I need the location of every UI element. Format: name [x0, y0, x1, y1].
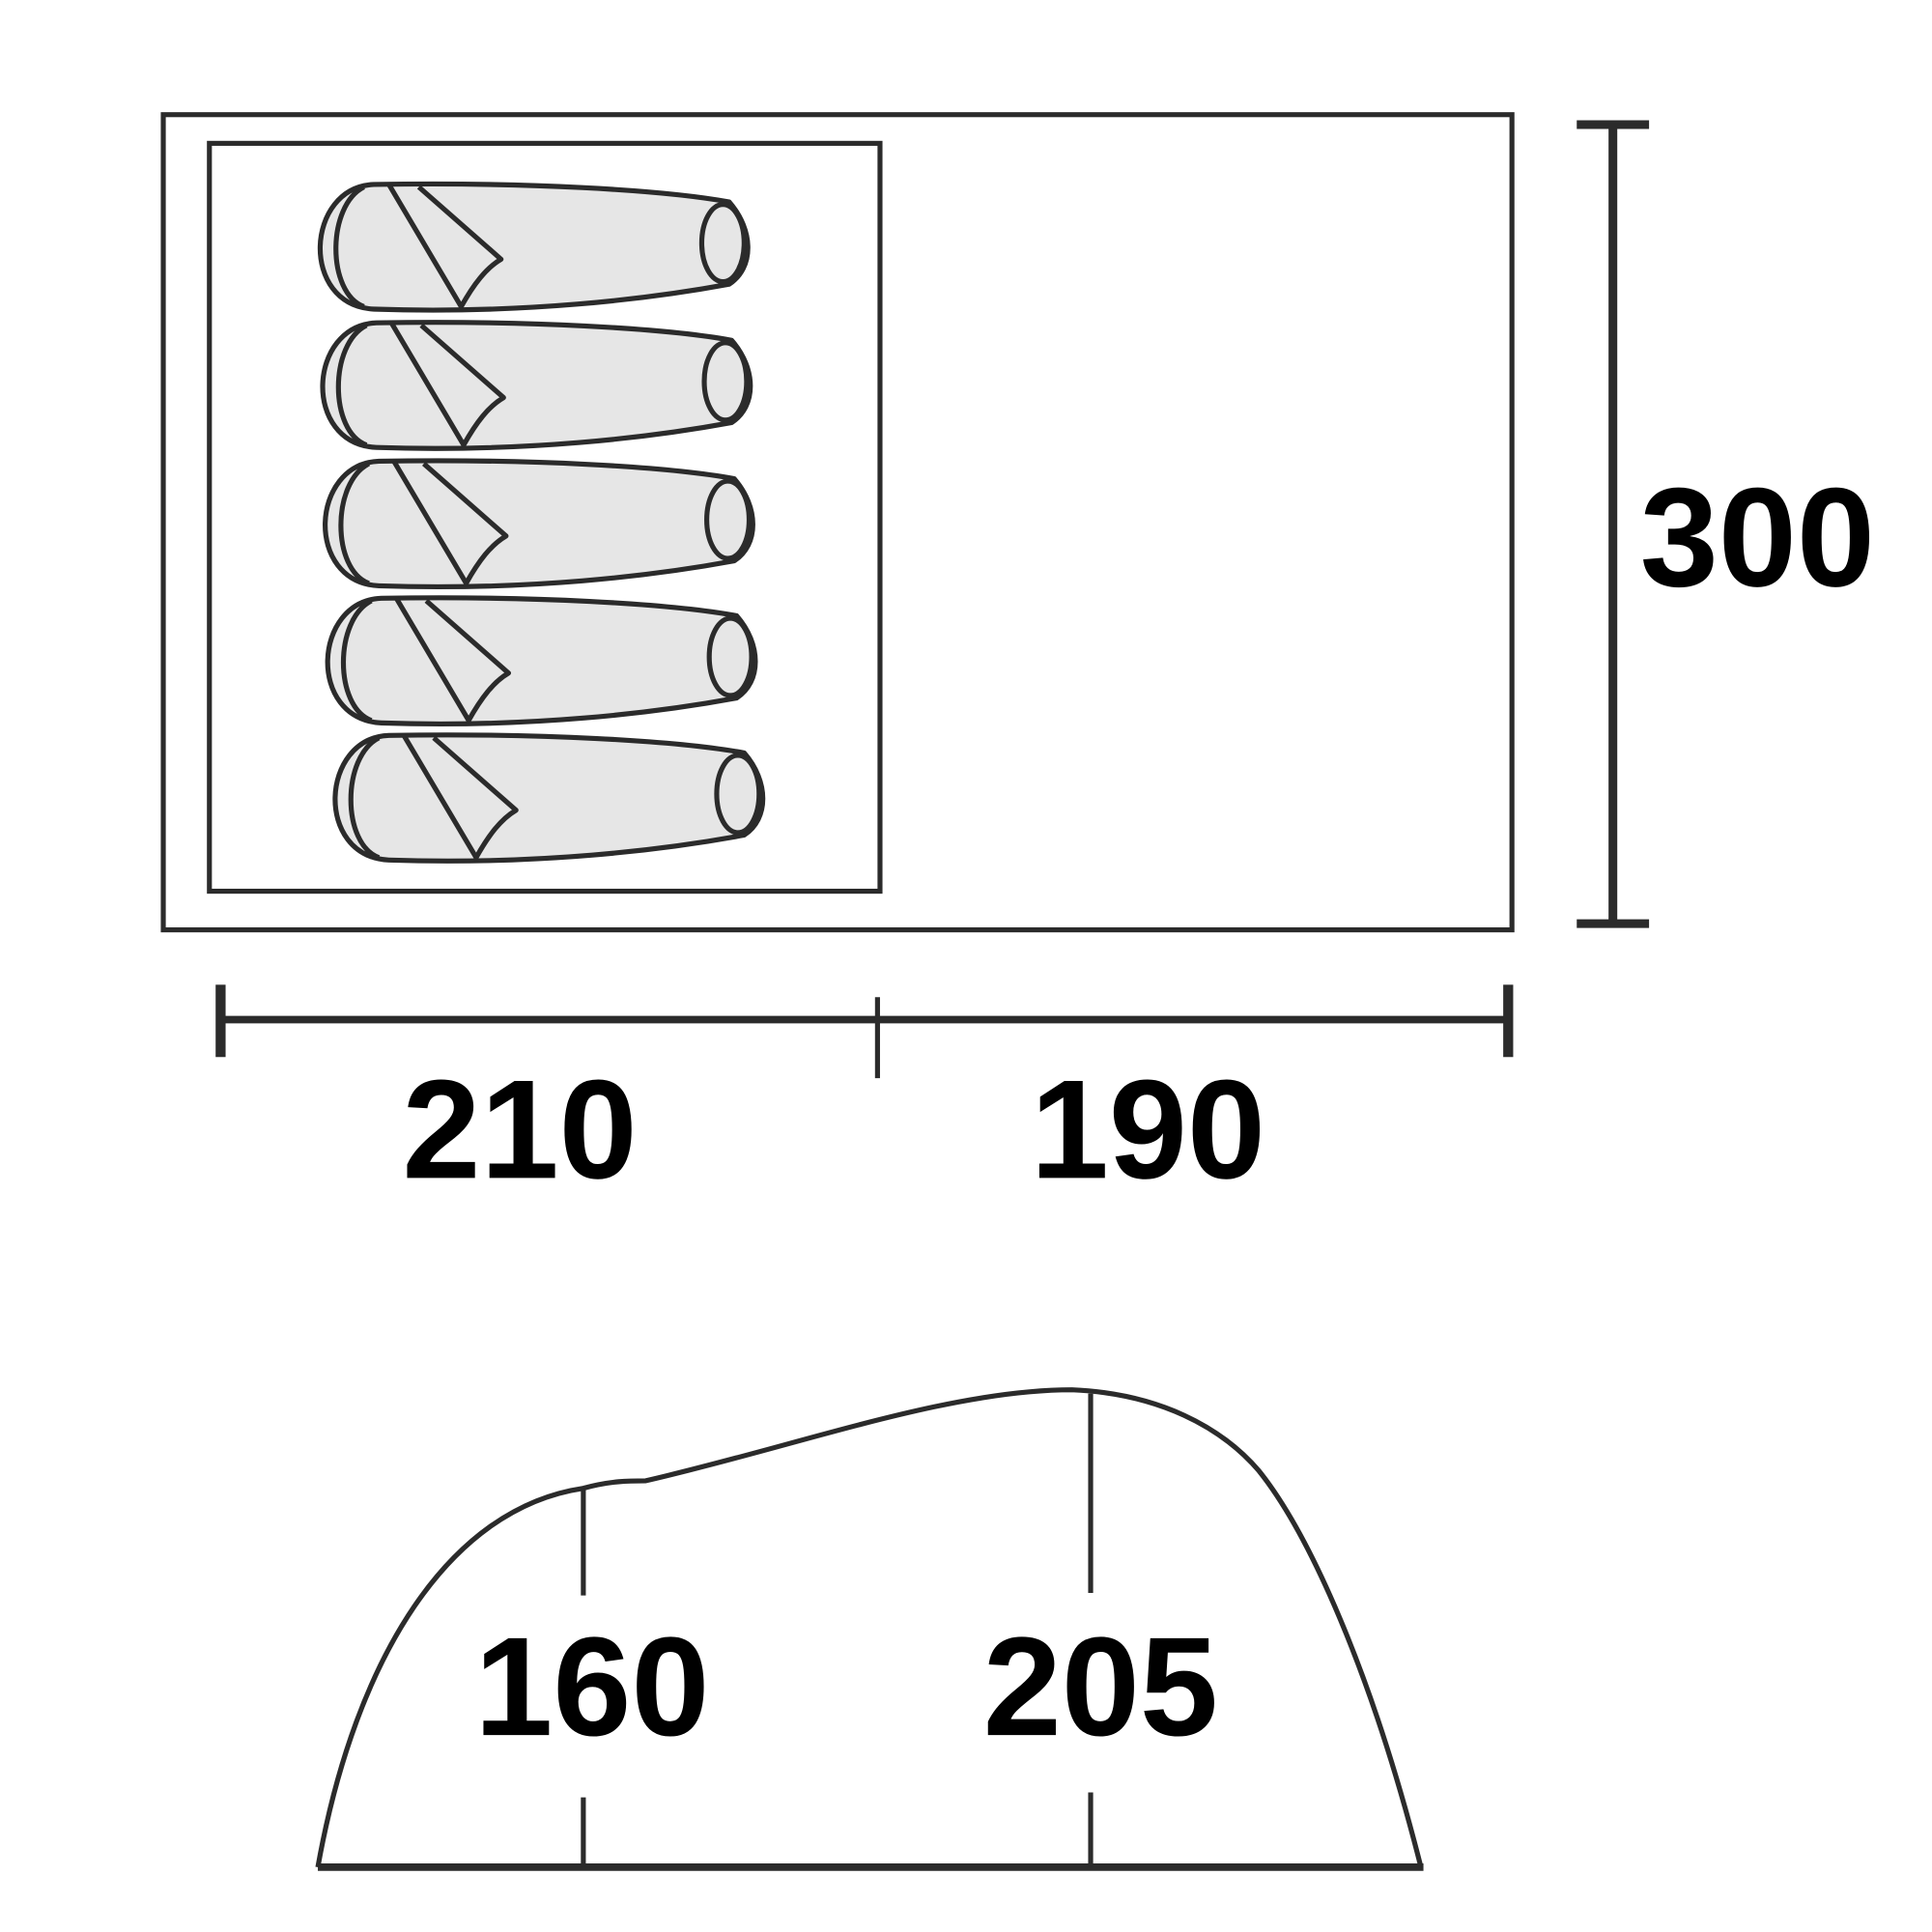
outer-tent-floor [160, 112, 1515, 933]
sleeping-bag-icon [325, 595, 758, 726]
sleeping-bags [317, 181, 766, 864]
depth-label: 300 [1640, 458, 1875, 615]
sleeping-bag-icon [323, 458, 755, 590]
sleeping-bag-icon [332, 732, 766, 864]
peak-height-label: 205 [983, 1607, 1218, 1765]
front-height-label: 160 [474, 1607, 709, 1765]
vestibule-length-label: 190 [1031, 1050, 1265, 1208]
length-dimension-line [215, 984, 1514, 1079]
tent-side-profile [315, 1387, 1424, 1871]
sleeping-bag-icon [317, 181, 751, 313]
inner-length-label: 210 [402, 1050, 637, 1208]
depth-dimension-line [1577, 120, 1650, 928]
inner-tent-floor [207, 140, 883, 895]
sleeping-bag-icon [320, 320, 753, 451]
